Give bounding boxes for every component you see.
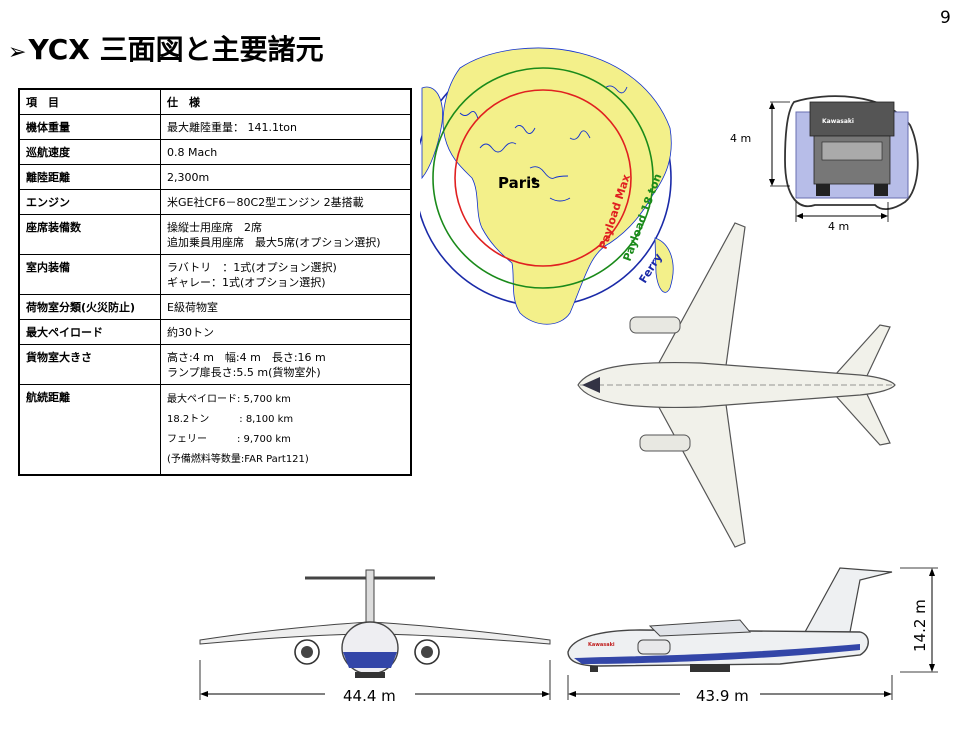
row-key: 航続距離: [18, 384, 161, 476]
row-value: E級荷物室: [160, 294, 412, 320]
table-row: 航続距離 最大ペイロード: 5,700 km 18.2トン : 8,100 km…: [18, 384, 412, 476]
cargo-width-label: 4 m: [828, 220, 849, 233]
value-line: フェリー : 9,700 km: [167, 434, 291, 445]
row-key: エンジン: [18, 189, 161, 215]
value-line: ラバトリ ：1式(オプション選択): [167, 261, 337, 274]
table-row: エンジン 米GE社CF6－80C2型エンジン 2基搭載: [18, 189, 412, 215]
value-line: E級荷物室: [167, 301, 218, 314]
truck-icon: Kawasaki: [809, 101, 895, 196]
value-line: ギャレー：1式(オプション選択): [167, 276, 326, 289]
value-line: 0.8 Mach: [167, 146, 218, 159]
row-value: ラバトリ ：1式(オプション選択) ギャレー：1式(オプション選択): [160, 254, 412, 295]
payload-max-range-ring: [454, 89, 632, 267]
paris-marker-icon: [531, 177, 537, 183]
row-value: 2,300m: [160, 164, 412, 190]
row-key: 巡航速度: [18, 139, 161, 165]
row-key: 荷物室分類(火災防止): [18, 294, 161, 320]
row-value: 最大離陸重量： 141.1ton: [160, 114, 412, 140]
value-line: 18.2トン : 8,100 km: [167, 414, 294, 425]
city-label: Paris: [498, 174, 540, 192]
payload-18-range-ring: [432, 67, 654, 289]
row-key: 最大ペイロード: [18, 319, 161, 345]
length-dimension-label: 43.9 m: [696, 687, 749, 705]
cargo-height-label: 4 m: [730, 132, 751, 145]
row-value: 高さ:4 m 幅:4 m 長さ:16 m ランプ扉長さ:5.5 m(貨物室外): [160, 344, 412, 385]
value-line: 高さ:4 m 幅:4 m 長さ:16 m: [167, 351, 326, 364]
table-row: 機体重量 最大離陸重量： 141.1ton: [18, 114, 412, 140]
value-line: 米GE社CF6－80C2型エンジン 2基搭載: [167, 196, 364, 209]
spec-table: 項 目 仕 様 機体重量 最大離陸重量： 141.1ton 巡航速度 0.8 M…: [18, 88, 412, 476]
page-title-text: YCX 三面図と主要諸元: [28, 33, 324, 66]
table-row: 荷物室分類(火災防止) E級荷物室: [18, 294, 412, 320]
side-view-aircraft: Kawasaki 43.9 m 14.2 m: [567, 567, 938, 705]
table-row: 座席装備数 操縦士用座席 2席 追加乗員用座席 最大5席(オプション選択): [18, 214, 412, 255]
range-map: Paris Payload Max Payload 18 ton Ferry: [420, 28, 682, 336]
table-row: 離陸距離 2,300m: [18, 164, 412, 190]
table-header-spec: 仕 様: [160, 88, 412, 115]
row-value: 最大ペイロード: 5,700 km 18.2トン : 8,100 km フェリー…: [160, 384, 412, 476]
span-dimension-label: 44.4 m: [343, 687, 396, 705]
front-view-aircraft: 44.4 m: [199, 569, 551, 705]
page-number: 9: [940, 8, 951, 28]
height-dimension-label: 14.2 m: [911, 599, 929, 652]
top-view-aircraft: [577, 222, 896, 548]
value-line: 最大離陸重量： 141.1ton: [167, 121, 298, 134]
truck-brand: Kawasaki: [822, 118, 854, 125]
table-row: 貨物室大きさ 高さ:4 m 幅:4 m 長さ:16 m ランプ扉長さ:5.5 m…: [18, 344, 412, 385]
continents: [421, 47, 674, 325]
side-brand: Kawasaki: [588, 642, 615, 648]
table-row: 巡航速度 0.8 Mach: [18, 139, 412, 165]
cargo-cross-section: Kawasaki 4 m 4 m: [730, 95, 919, 233]
value-line: ランプ扉長さ:5.5 m(貨物室外): [167, 366, 321, 379]
row-key: 機体重量: [18, 114, 161, 140]
table-header-item: 項 目: [18, 88, 161, 115]
row-key: 座席装備数: [18, 214, 161, 255]
page-title: ➢YCX 三面図と主要諸元: [8, 28, 324, 68]
table-row: 室内装備 ラバトリ ：1式(オプション選択) ギャレー：1式(オプション選択): [18, 254, 412, 295]
row-key: 離陸距離: [18, 164, 161, 190]
row-value: 0.8 Mach: [160, 139, 412, 165]
value-line: 操縦士用座席 2席: [167, 221, 262, 234]
value-line: 追加乗員用座席 最大5席(オプション選択): [167, 236, 381, 249]
row-key: 室内装備: [18, 254, 161, 295]
value-line: 2,300m: [167, 171, 210, 184]
row-value: 米GE社CF6－80C2型エンジン 2基搭載: [160, 189, 412, 215]
value-line: 最大ペイロード: 5,700 km: [167, 394, 291, 405]
table-row: 最大ペイロード 約30トン: [18, 319, 412, 345]
row-value: 約30トン: [160, 319, 412, 345]
row-key: 貨物室大きさ: [18, 344, 161, 385]
value-line: 約30トン: [167, 326, 214, 339]
table-header-row: 項 目 仕 様: [18, 88, 412, 115]
row-value: 操縦士用座席 2席 追加乗員用座席 最大5席(オプション選択): [160, 214, 412, 255]
value-line: (予備燃料等数量:FAR Part121): [167, 454, 309, 465]
engine-icon: [294, 639, 440, 665]
arrow-bullet-icon: ➢: [8, 40, 27, 65]
